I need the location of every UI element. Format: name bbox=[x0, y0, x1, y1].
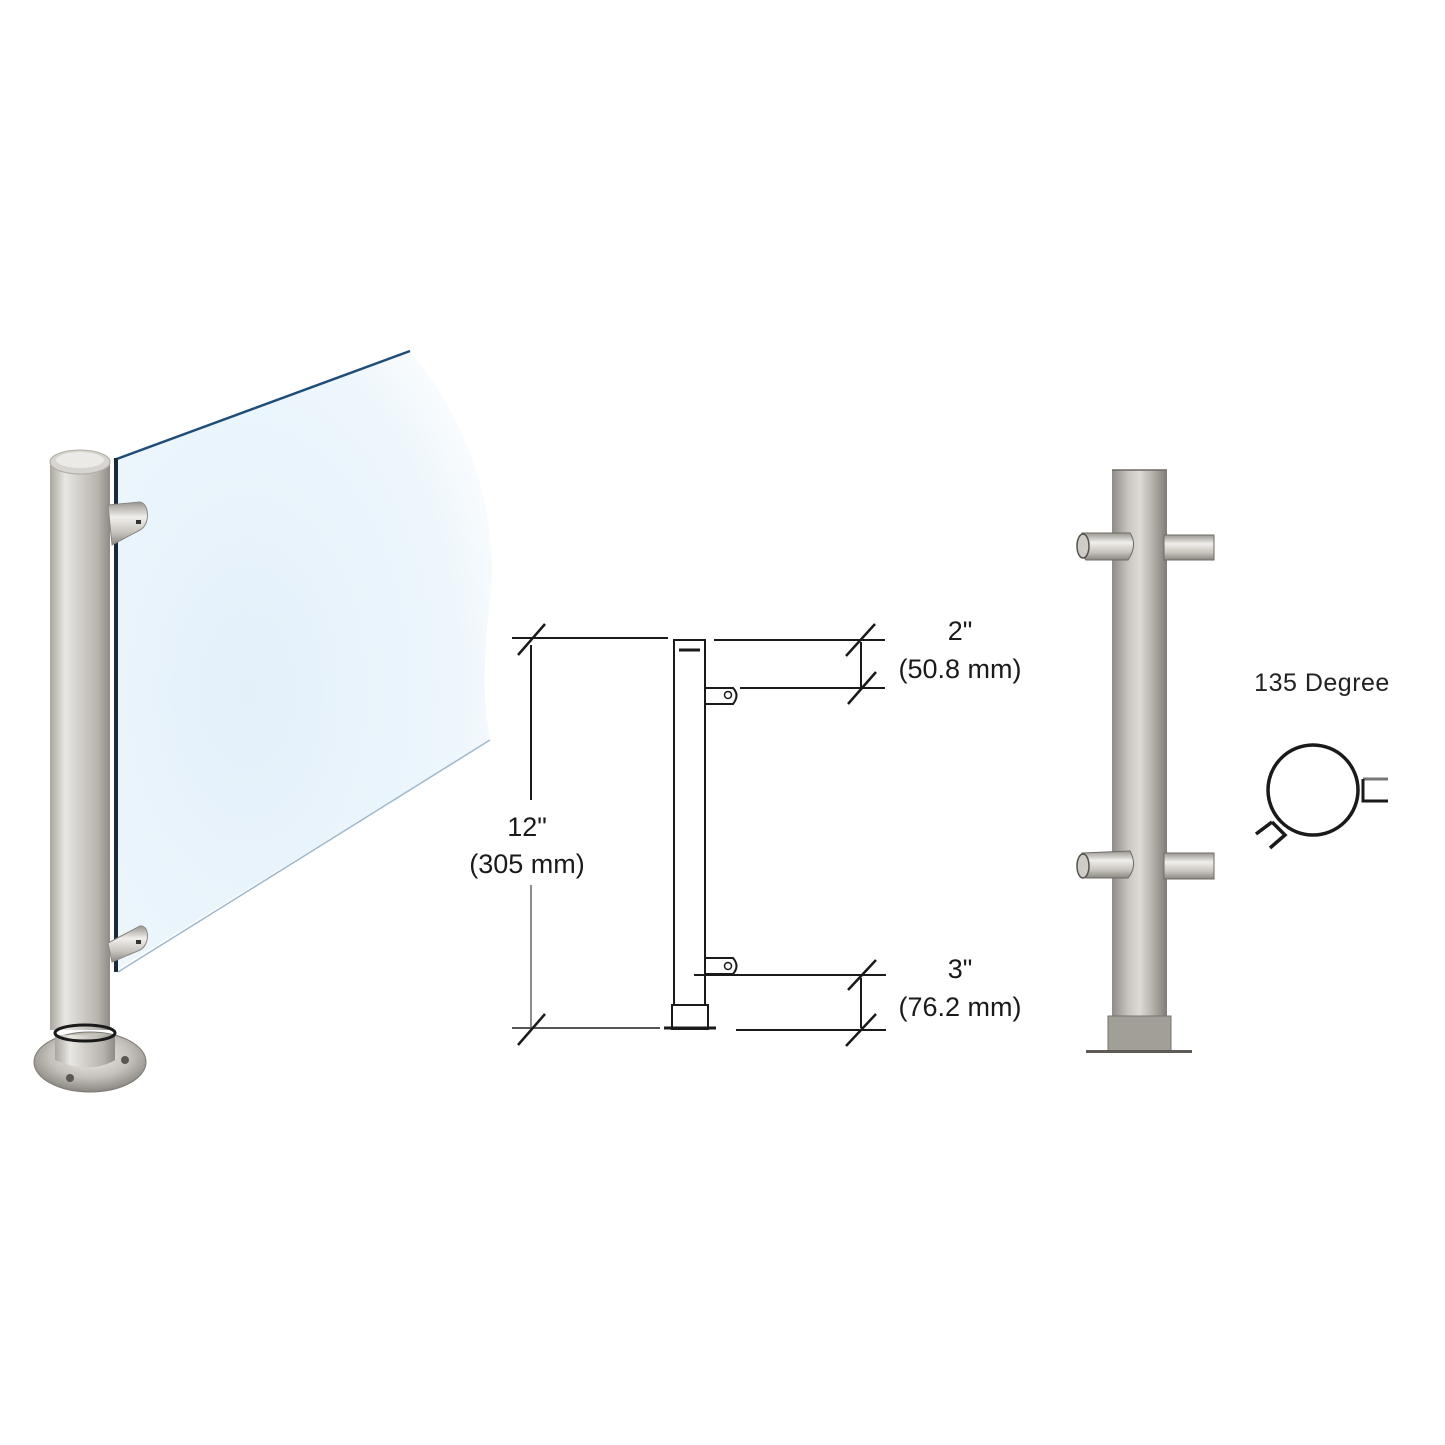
glass-bottom-edge bbox=[117, 739, 491, 973]
photo-view bbox=[33, 349, 492, 1093]
top-offset-metric: (50.8 mm) bbox=[898, 654, 1021, 684]
dimension-drawing bbox=[512, 623, 886, 1047]
total-height-metric: (305 mm) bbox=[469, 849, 585, 879]
post-base-plate bbox=[1086, 1050, 1192, 1053]
glass-panel bbox=[116, 352, 492, 970]
post-base-sleeve bbox=[1107, 1015, 1172, 1052]
lower-glass-clamp-icon bbox=[107, 925, 148, 963]
glass-top-edge bbox=[113, 349, 411, 462]
round-post bbox=[50, 462, 110, 1030]
total-height-imperial: 12" bbox=[507, 812, 547, 842]
top-bracket-icon bbox=[705, 687, 738, 705]
front-view-post bbox=[1076, 469, 1215, 1053]
lower-clamp-pair-icon bbox=[1076, 850, 1215, 880]
upper-glass-clamp-icon bbox=[107, 501, 148, 546]
top-offset-imperial: 2" bbox=[948, 616, 973, 646]
base-flange-icon bbox=[33, 1023, 147, 1093]
bottom-bracket-icon bbox=[705, 957, 738, 975]
angle-label: 135 Degree bbox=[1254, 669, 1390, 697]
upper-clamp-pair-icon bbox=[1076, 532, 1215, 561]
post-outline bbox=[673, 639, 706, 1006]
bottom-offset-metric: (76.2 mm) bbox=[898, 992, 1021, 1022]
bottom-offset-imperial: 3" bbox=[948, 954, 973, 984]
plan-view-135-degree-icon bbox=[1254, 743, 1388, 850]
